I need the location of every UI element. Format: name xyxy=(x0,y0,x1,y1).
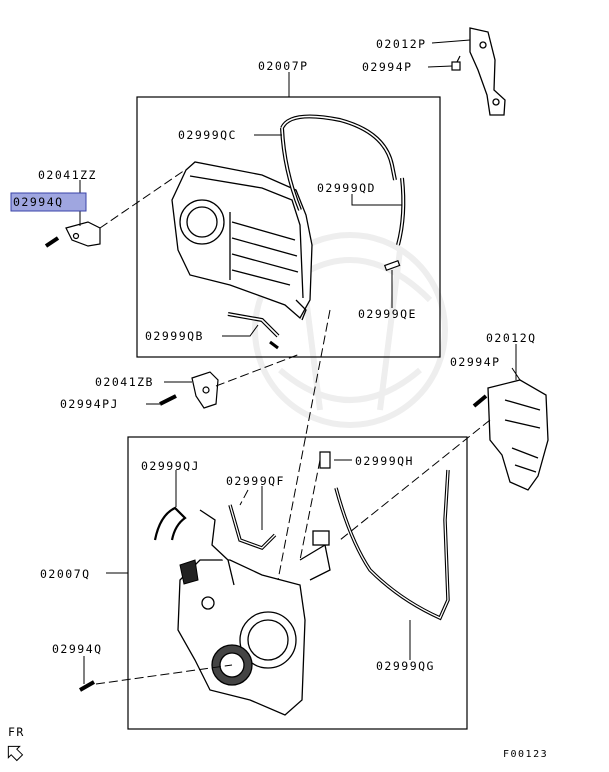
bracket-02012P xyxy=(469,27,506,116)
seal-piece-qh xyxy=(319,451,331,469)
callout-labels: 02012P 02994P 02007P 02999QC 02041ZZ 029… xyxy=(13,37,537,673)
upper-timing-cover xyxy=(171,161,313,321)
label-02994P-top[interactable]: 02994P xyxy=(362,60,413,74)
highlight-box xyxy=(10,192,87,212)
watermark-logo xyxy=(252,232,448,428)
bolt-02994Q-bottom xyxy=(79,680,95,692)
label-02999QJ[interactable]: 02999QJ xyxy=(141,459,200,473)
direction-arrow-icon xyxy=(7,745,24,762)
seal-02999QJ xyxy=(153,506,187,541)
label-02994Q-bottom[interactable]: 02994Q xyxy=(52,642,103,656)
label-02007P[interactable]: 02007P xyxy=(258,59,309,73)
gasket-02999QC-inner xyxy=(281,115,396,181)
bolt-02994P-top xyxy=(451,55,461,71)
label-02041ZZ[interactable]: 02041ZZ xyxy=(38,168,97,182)
label-02999QH[interactable]: 02999QH xyxy=(355,454,414,468)
lower-cover-box xyxy=(127,436,468,730)
bolt-02994Q-top xyxy=(44,236,60,248)
bolt-02994P-right xyxy=(472,394,488,408)
direction-label: FR xyxy=(8,725,25,739)
label-02994Q-top[interactable]: 02994Q xyxy=(13,195,64,209)
gasket-02999QC xyxy=(280,114,397,181)
bracket-02012Q xyxy=(487,379,549,491)
label-02012P[interactable]: 02012P xyxy=(376,37,427,51)
label-02999QD[interactable]: 02999QD xyxy=(317,181,376,195)
label-02999QF[interactable]: 02999QF xyxy=(226,474,285,488)
seal-02999QE xyxy=(383,259,401,271)
label-02999QE[interactable]: 02999QE xyxy=(358,307,417,321)
gasket-02999QB-inner xyxy=(227,313,279,337)
label-02007Q[interactable]: 02007Q xyxy=(40,567,91,581)
label-02994PJ[interactable]: 02994PJ xyxy=(60,397,119,411)
small-part-lower-a xyxy=(179,559,199,585)
label-02999QB[interactable]: 02999QB xyxy=(145,329,204,343)
label-02041ZB[interactable]: 02041ZB xyxy=(95,375,154,389)
lower-timing-cover xyxy=(177,509,331,716)
gasket-02999QG xyxy=(334,469,450,621)
label-02012Q[interactable]: 02012Q xyxy=(486,331,537,345)
bolt-02994PJ xyxy=(159,394,177,406)
figure-code: F00123 xyxy=(503,749,548,760)
label-02994P-right[interactable]: 02994P xyxy=(450,355,501,369)
alignment-lines xyxy=(95,169,491,685)
bracket-02041ZB xyxy=(191,371,219,409)
bracket-02041ZZ xyxy=(65,221,101,247)
label-02999QC[interactable]: 02999QC xyxy=(178,128,237,142)
gasket-02999QC-left-inner xyxy=(281,127,301,211)
gasket-02999QG-inner xyxy=(335,469,449,619)
bolt-small-qb xyxy=(269,340,279,350)
gasket-02999QF-inner xyxy=(229,504,276,549)
label-02999QG[interactable]: 02999QG xyxy=(376,659,435,673)
gasket-02999QD-inner xyxy=(397,177,405,246)
